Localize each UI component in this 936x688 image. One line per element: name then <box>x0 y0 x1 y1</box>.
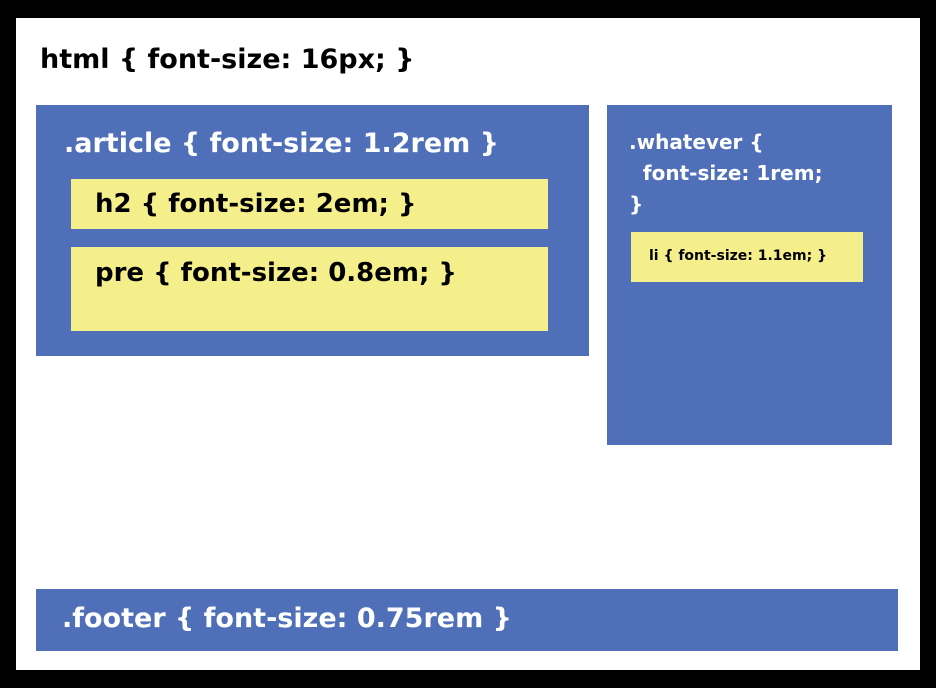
h2-element-box: h2 { font-size: 2em; } <box>71 179 548 229</box>
footer-rule-label: .footer { font-size: 0.75rem } <box>62 603 512 634</box>
article-container: .article { font-size: 1.2rem } h2 { font… <box>36 105 589 356</box>
article-rule-label: .article { font-size: 1.2rem } <box>64 128 499 159</box>
html-rule-label: html { font-size: 16px; } <box>40 44 415 75</box>
html-root-area: html { font-size: 16px; } .article { fon… <box>16 18 920 670</box>
whatever-rule-label: .whatever { font-size: 1rem; } <box>629 130 823 216</box>
footer-container: .footer { font-size: 0.75rem } <box>36 589 898 651</box>
whatever-container: .whatever { font-size: 1rem; } li { font… <box>607 105 892 445</box>
li-element-box: li { font-size: 1.1em; } <box>631 232 863 282</box>
pre-rule-label: pre { font-size: 0.8em; } <box>95 258 457 288</box>
h2-rule-label: h2 { font-size: 2em; } <box>95 189 417 219</box>
pre-element-box: pre { font-size: 0.8em; } <box>71 247 548 331</box>
li-rule-label: li { font-size: 1.1em; } <box>649 248 828 264</box>
